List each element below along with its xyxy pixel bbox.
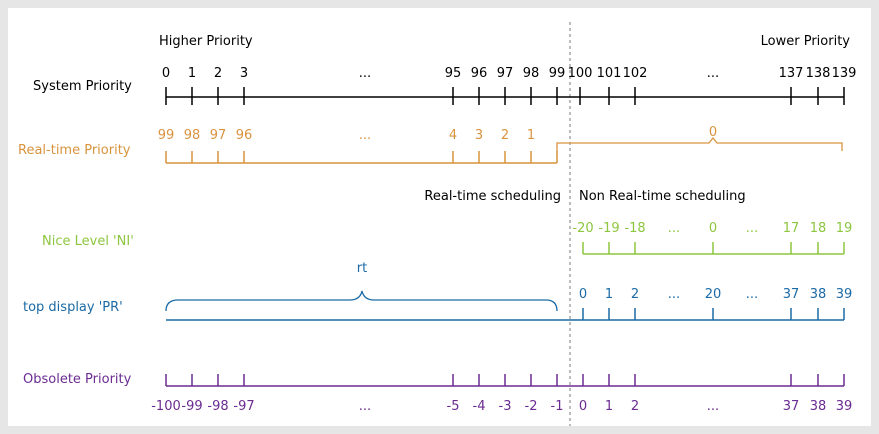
nice-tick-label: -19 (598, 221, 619, 236)
top-rt-label: rt (357, 261, 367, 276)
obsolete-tick-label: -99 (181, 399, 202, 414)
priority-diagram-svg: Higher Priority Lower Priority System Pr… (18, 22, 856, 426)
obsolete-tick-label: -100 (151, 399, 181, 414)
realtime-tick-label: 2 (501, 128, 509, 143)
obsolete-ellipsis-right: ... (707, 399, 719, 414)
realtime-tick-label: 99 (158, 128, 175, 143)
nice-tick-label: 0 (709, 221, 717, 236)
nice-tick-label: 19 (836, 221, 853, 236)
nice-tick-label: 17 (783, 221, 800, 236)
system-tick-label: 2 (214, 66, 222, 81)
realtime-scheduling-label: Real-time scheduling (424, 189, 561, 204)
realtime-ellipsis: ... (359, 128, 371, 143)
system-tick-label: 99 (549, 66, 566, 81)
top-tick-label: 2 (631, 287, 639, 302)
obsolete-tick-label: -4 (473, 399, 486, 414)
obsolete-tick-label: 39 (836, 399, 853, 414)
system-ellipsis-right: ... (707, 66, 719, 81)
top-ellipsis-left: ... (668, 287, 680, 302)
top-tick-label: 38 (810, 287, 827, 302)
top-display-label: top display 'PR' (23, 300, 123, 315)
nice-level-label: Nice Level 'NI' (42, 234, 134, 249)
obsolete-tick-label: -2 (525, 399, 538, 414)
top-ellipsis-right: ... (746, 287, 758, 302)
top-rt-brace (165, 290, 558, 312)
system-tick-label: 137 (779, 66, 804, 81)
obsolete-priority-label: Obsolete Priority (23, 372, 132, 387)
obsolete-tick-label: -97 (233, 399, 254, 414)
lower-priority-label: Lower Priority (761, 34, 851, 49)
system-tick-label: 138 (806, 66, 831, 81)
realtime-tick-label: 96 (236, 128, 253, 143)
realtime-tick-label: 1 (527, 128, 535, 143)
obsolete-tick-label: -98 (207, 399, 228, 414)
system-tick-label: 97 (497, 66, 514, 81)
nonrt-scheduling-label: Non Real-time scheduling (579, 189, 746, 204)
system-tick-label: 102 (623, 66, 648, 81)
system-tick-label: 139 (832, 66, 857, 81)
higher-priority-label: Higher Priority (159, 34, 253, 49)
system-tick-label: 98 (523, 66, 540, 81)
realtime-tick-label: 4 (449, 128, 457, 143)
obsolete-tick-label: 1 (605, 399, 613, 414)
obsolete-tick-label: -5 (447, 399, 460, 414)
obsolete-ellipsis-left: ... (359, 399, 371, 414)
realtime-nonrt-value: 0 (709, 125, 717, 140)
nice-tick-label: 18 (810, 221, 827, 236)
system-tick-label: 3 (240, 66, 248, 81)
realtime-tick-label: 3 (475, 128, 483, 143)
system-tick-label: 95 (445, 66, 462, 81)
top-tick-label: 39 (836, 287, 853, 302)
top-tick-label: 20 (705, 287, 722, 302)
system-tick-label: 100 (568, 66, 593, 81)
realtime-priority-label: Real-time Priority (18, 143, 131, 158)
top-tick-label: 1 (605, 287, 613, 302)
system-tick-label: 1 (188, 66, 196, 81)
obsolete-tick-label: 0 (579, 399, 587, 414)
system-ellipsis-left: ... (359, 66, 371, 81)
top-tick-label: 37 (783, 287, 800, 302)
priority-diagram: Higher Priority Lower Priority System Pr… (8, 8, 871, 426)
system-tick-label: 96 (471, 66, 488, 81)
system-tick-label: 101 (597, 66, 622, 81)
realtime-nonrt-bracket (556, 136, 843, 153)
obsolete-tick-label: -3 (499, 399, 512, 414)
nice-tick-label: -18 (624, 221, 645, 236)
nice-ellipsis-left: ... (668, 221, 680, 236)
nice-ellipsis-right: ... (746, 221, 758, 236)
system-priority-label: System Priority (33, 79, 132, 94)
realtime-tick-label: 98 (184, 128, 201, 143)
top-tick-label: 0 (579, 287, 587, 302)
obsolete-tick-label: 2 (631, 399, 639, 414)
obsolete-tick-label: 38 (810, 399, 827, 414)
system-tick-label: 0 (162, 66, 170, 81)
obsolete-tick-label: -1 (551, 399, 564, 414)
realtime-tick-label: 97 (210, 128, 227, 143)
obsolete-tick-label: 37 (783, 399, 800, 414)
nice-tick-label: -20 (572, 221, 593, 236)
